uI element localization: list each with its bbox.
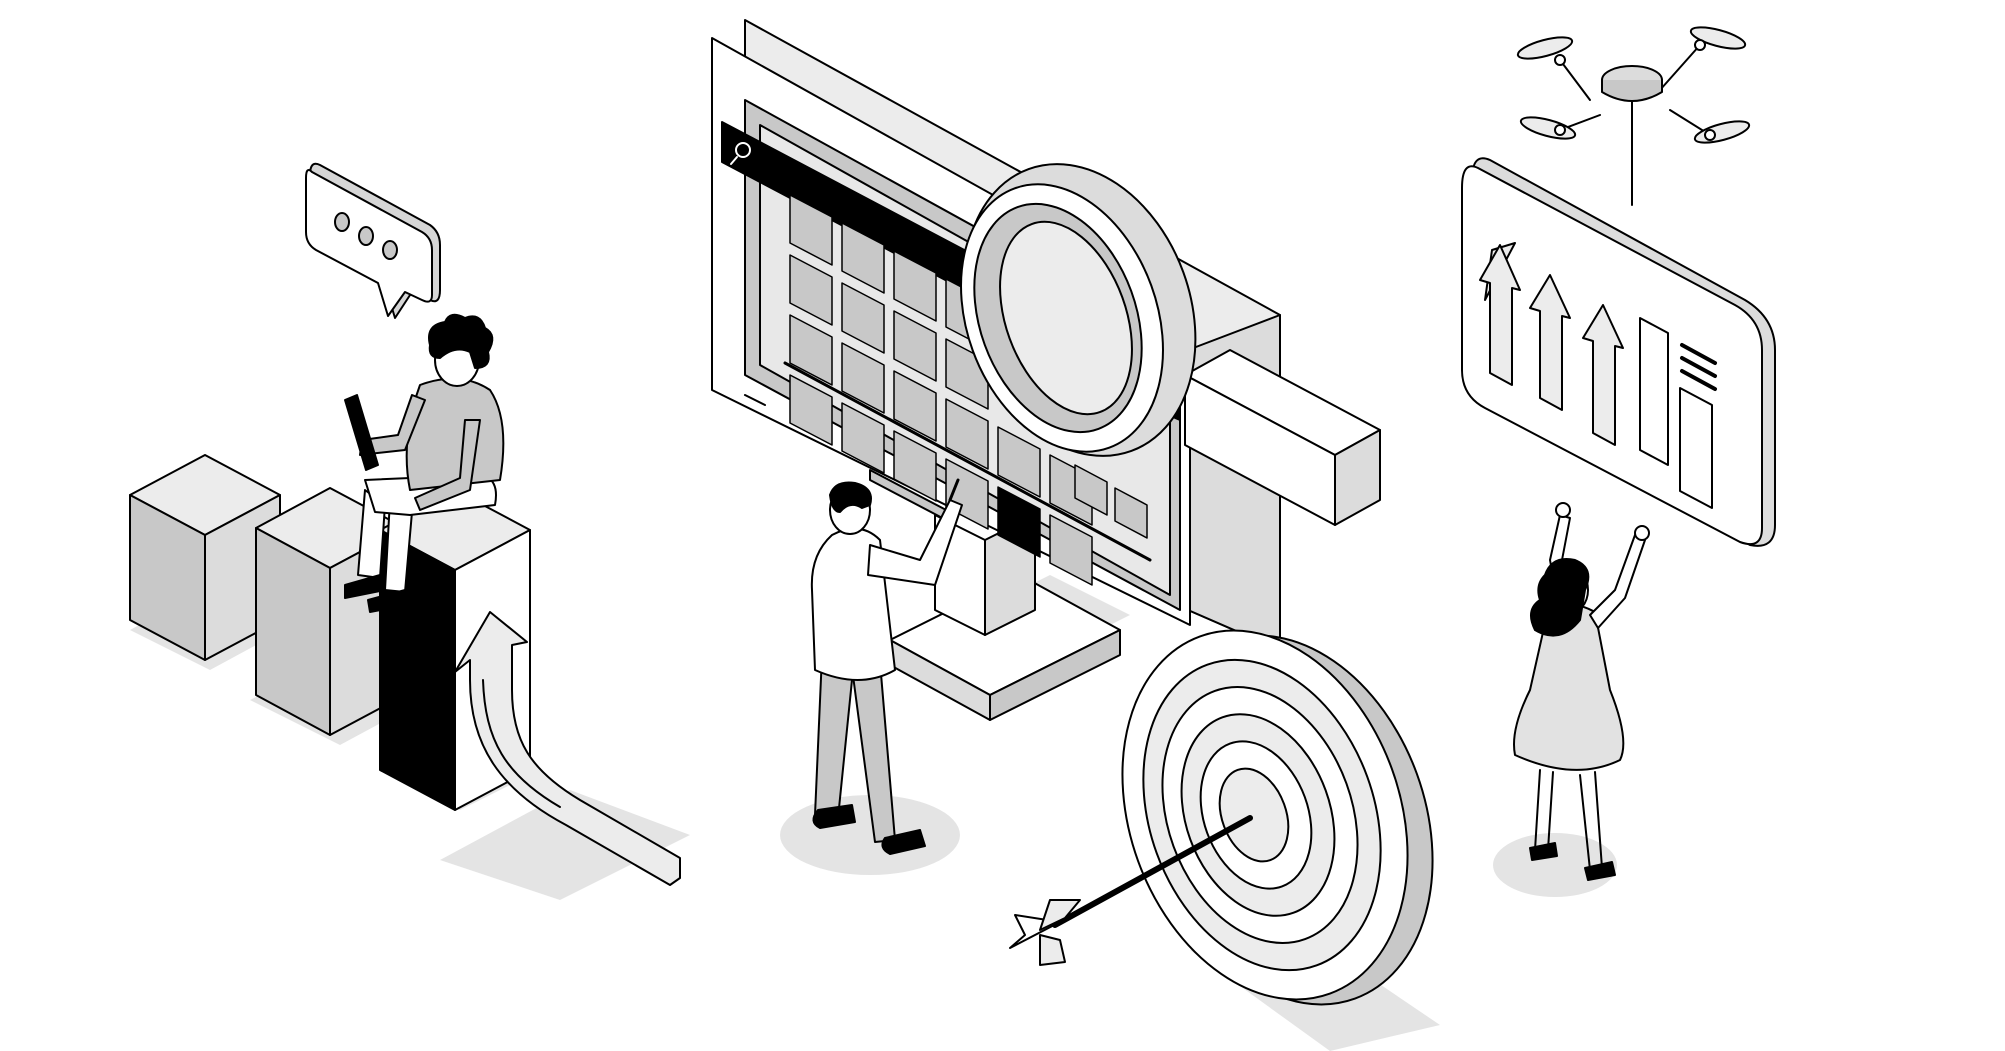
grid-tile: [1049, 514, 1093, 586]
grid-tile: [893, 310, 937, 382]
grid-tile: [789, 374, 833, 446]
grid-tile: [945, 398, 989, 470]
grid-tile: [1074, 464, 1108, 516]
grid-tile: [841, 342, 885, 414]
speech-bubble-icon: [305, 162, 441, 319]
grid-tile: [1114, 487, 1148, 539]
monitor: [711, 19, 1281, 721]
cheering-woman: [1513, 502, 1650, 881]
grid-tile: [893, 370, 937, 442]
grid-tile: [789, 254, 833, 326]
grid-tile: [997, 486, 1041, 558]
standing-man: [810, 478, 963, 855]
up-arrow-icon: [1479, 244, 1624, 446]
grid-tile: [841, 402, 885, 474]
grid-tile: [841, 282, 885, 354]
grid-tile: [789, 314, 833, 386]
grid-tile: [893, 250, 937, 322]
grid-tile: [789, 194, 833, 266]
grid-tile: [841, 222, 885, 294]
grid-tile: [997, 426, 1041, 498]
dart-arrow-icon: [1009, 815, 1253, 966]
grid-tile: [893, 430, 937, 502]
drone-icon: [1516, 26, 1751, 206]
growth-arrow-icon: [454, 611, 681, 886]
search-icon: [730, 142, 751, 165]
magnifying-glass-icon: [960, 163, 1381, 526]
bar-chart-boxes: [129, 454, 531, 811]
image-grid: [789, 194, 1148, 586]
target-icon: [1121, 629, 1434, 1006]
growth-chart-board: [1461, 157, 1776, 547]
sitting-person: [344, 313, 505, 613]
